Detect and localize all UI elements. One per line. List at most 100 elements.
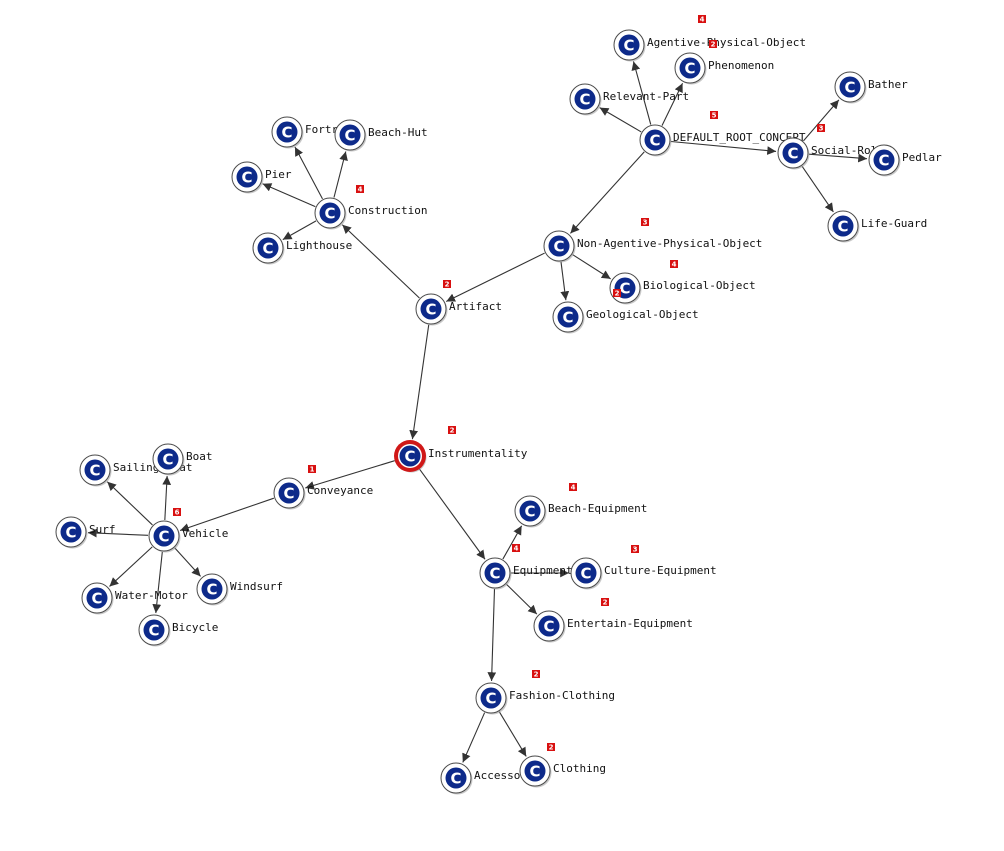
concept-c-icon: C [65,524,76,542]
concept-c-icon: C [241,169,252,187]
count-badge-root-badge: 5 [710,111,718,120]
concept-c-icon: C [524,503,535,521]
node-label: Equipment [513,564,573,577]
concept-c-icon: C [529,763,540,781]
count-badge-fashionclothing-badge: 2 [532,670,540,679]
badge-count: 2 [549,744,554,752]
node-disc [143,619,165,641]
node-disc [319,202,341,224]
badge-count: 2 [603,599,608,607]
node-label: Beach-Hut [368,126,428,139]
badge-count: 2 [534,671,539,679]
concept-c-icon: C [148,622,159,640]
badge-count: 2 [615,290,620,298]
node-disc [618,34,640,56]
count-badge-entertainequipment-badge: 2 [601,598,609,607]
edge-root-to-relevant [599,107,642,133]
node-disc [420,298,442,320]
badge-box [670,260,678,268]
edge-vehicle-to-watermotor [109,546,153,587]
node-disc [524,760,546,782]
node-disc [157,448,179,470]
badge-count: 3 [633,546,638,554]
node-label: DEFAULT_ROOT_CONCEPT [673,131,806,144]
node-label: Instrumentality [428,447,528,460]
badge-box [698,15,706,23]
badge-box [547,743,555,751]
node-disc [201,578,223,600]
badge-box [601,598,609,606]
concept-c-icon: C [283,485,294,503]
concept-c-icon: C [158,528,169,546]
concept-c-icon: C [878,152,889,170]
concept-node-instrumentality[interactable]: C Instrumentality [394,440,528,473]
badge-count: 4 [700,16,705,24]
badge-count: 4 [358,186,363,194]
node-disc [339,124,361,146]
node-disc [574,88,596,110]
concept-c-icon: C [649,132,660,150]
node-label: Artifact [449,300,502,313]
count-badge-equipment-badge: 4 [512,544,520,553]
concept-c-icon: C [485,690,496,708]
concept-c-icon: C [324,205,335,223]
node-disc [557,306,579,328]
badge-box [532,670,540,678]
edge-equipment-to-entertainequipment [506,583,538,615]
node-disc [538,615,560,637]
concept-c-icon: C [262,240,273,258]
node-disc [86,587,108,609]
edge-instrumentality-to-equipment [418,468,486,560]
node-disc [839,76,861,98]
edge-nonagentive-to-artifact [446,252,545,302]
badge-count: 1 [310,466,315,474]
concept-node-root[interactable]: C DEFAULT_ROOT_CONCEPT [639,124,806,157]
node-disc [445,767,467,789]
concept-c-icon: C [489,565,500,583]
concept-node-beachequipment[interactable]: C Beach-Equipment [514,495,647,528]
edge-socialrole-to-pedlar [808,153,868,163]
count-badge-agentive-badge: 4 [698,15,706,24]
edge-construction-to-fortress [294,146,323,200]
badge-box [448,426,456,434]
edge-nonagentive-to-geological [560,261,570,301]
node-label: Geological-Object [586,308,699,321]
concept-node-equipment[interactable]: C Equipment [479,557,573,590]
concept-c-icon: C [162,451,173,469]
concept-c-icon: C [206,581,217,599]
edge-construction-to-pier [262,183,316,208]
concept-c-icon: C [404,448,415,466]
node-label: Beach-Equipment [548,502,647,515]
count-badge-construction-badge: 4 [356,185,364,194]
concept-c-icon: C [450,770,461,788]
node-disc [873,149,895,171]
